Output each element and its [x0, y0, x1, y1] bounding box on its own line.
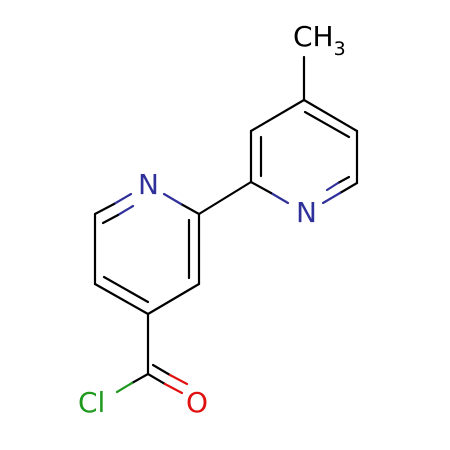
bond-n-c2-blue	[269, 191, 290, 205]
bond-c3-c4	[249, 98, 306, 133]
bond-c2p-n-blue	[162, 192, 183, 206]
bond-n-c6p-black	[93, 202, 116, 216]
bond-c4-c5-inner	[303, 110, 351, 139]
bond-c-o-inner-red	[168, 373, 189, 386]
bond-n-c6p-inner-blue	[116, 204, 135, 217]
bond-c4p-c3p	[146, 282, 201, 316]
inter-ring-bond	[197, 180, 253, 216]
nitrogen-label-upper-ring: N	[296, 196, 317, 229]
bond-c2p-n-black	[179, 202, 201, 216]
bond-c6-n-blue	[321, 191, 342, 205]
nitrogen-label-lower-ring: N	[138, 168, 159, 201]
bond-n-c6p-blue	[112, 192, 133, 206]
lower-pyridine-ring	[93, 192, 201, 316]
bond-n-c6p-inner-black	[101, 213, 120, 225]
bond-biaryl	[197, 180, 253, 216]
acyl-chloride-group	[115, 312, 189, 395]
bond-c6-n-inner-blue	[325, 181, 340, 192]
bond-c5p-c4p	[93, 282, 150, 316]
bond-c-o-inner-black	[151, 363, 172, 377]
bond-c-o-black	[146, 372, 167, 386]
bond-c-o-red	[163, 382, 184, 395]
bond-n-c2-black	[249, 180, 273, 195]
bond-c-cl-black	[130, 372, 150, 385]
methyl-label: CH3	[293, 20, 346, 60]
bond-c4-c5	[302, 98, 359, 133]
bond-c5p-c4p-inner	[102, 275, 150, 304]
upper-pyridine-ring	[249, 55, 359, 205]
bond-c-cl-green	[115, 381, 134, 394]
bond-c6-n-black	[338, 181, 359, 195]
chlorine-label: Cl	[78, 386, 105, 419]
oxygen-label: O	[186, 386, 208, 419]
bond-c6-n-inner-black	[336, 175, 351, 185]
